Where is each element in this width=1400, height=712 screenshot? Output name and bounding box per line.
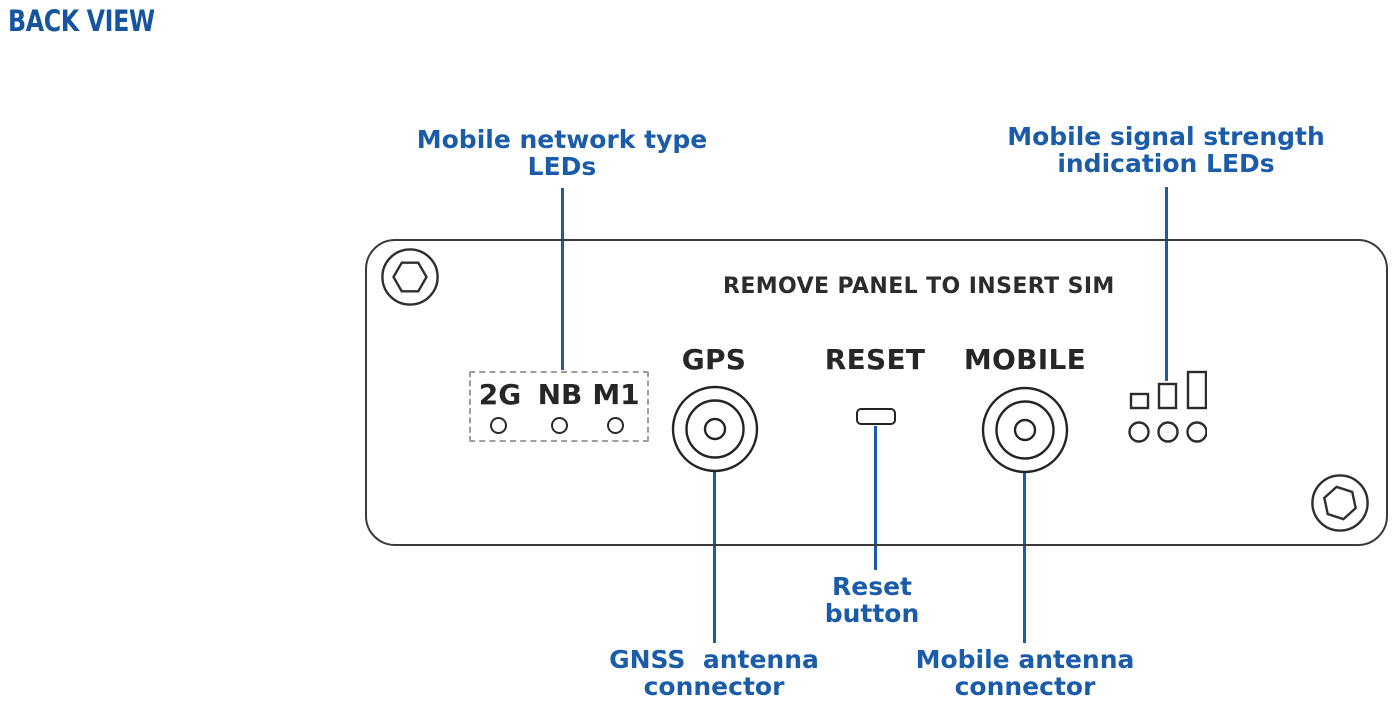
device-panel [365,239,1388,546]
callout-network-leds-line2: LEDs [527,152,597,181]
callout-network-leds: Mobile network type LEDs [412,126,712,180]
led-circle-m1 [607,417,624,434]
callout-signal-leds-line1: Mobile signal strength [1007,122,1325,151]
led-circle-nb [551,417,568,434]
network-led-group [469,371,649,442]
leader-line-signal-leds [1165,187,1168,381]
callout-gnss-line2: connector [643,672,785,701]
screw-icon [1311,474,1369,532]
led-label-nb: NB [537,378,583,411]
gps-connector-icon [671,385,759,473]
led-label-m1: M1 [592,378,640,411]
page-title: BACK VIEW [8,4,155,38]
gps-label: GPS [681,343,747,376]
mobile-label: MOBILE [963,343,1087,376]
callout-mobile-line2: connector [954,672,1096,701]
reset-label: RESET [824,343,926,376]
callout-signal-leds-line2: indication LEDs [1057,149,1275,178]
callout-network-leds-line1: Mobile network type [416,125,708,154]
callout-reset-line2: button [824,599,920,628]
reset-button-slot [856,408,896,425]
callout-gnss-line1: GNSS antenna [609,645,819,674]
leader-line-network-leds [561,188,564,370]
callout-reset-line1: Reset [832,572,912,601]
callout-gnss-connector: GNSS antenna connector [564,646,864,700]
signal-strength-leds-icon [1128,370,1207,443]
mobile-connector-icon [981,386,1069,474]
leader-line-gnss [713,472,716,643]
screw-icon [381,248,439,306]
callout-reset-button: Reset button [772,573,972,627]
leader-line-reset [874,426,877,570]
sim-notice-label: REMOVE PANEL TO INSERT SIM [723,274,1115,299]
callout-signal-leds: Mobile signal strength indication LEDs [1001,123,1331,177]
callout-mobile-connector: Mobile antenna connector [875,646,1175,700]
led-circle-2g [490,417,507,434]
led-label-2g: 2G [478,378,522,411]
callout-mobile-line1: Mobile antenna [915,645,1135,674]
leader-line-mobile-antenna [1023,472,1026,643]
